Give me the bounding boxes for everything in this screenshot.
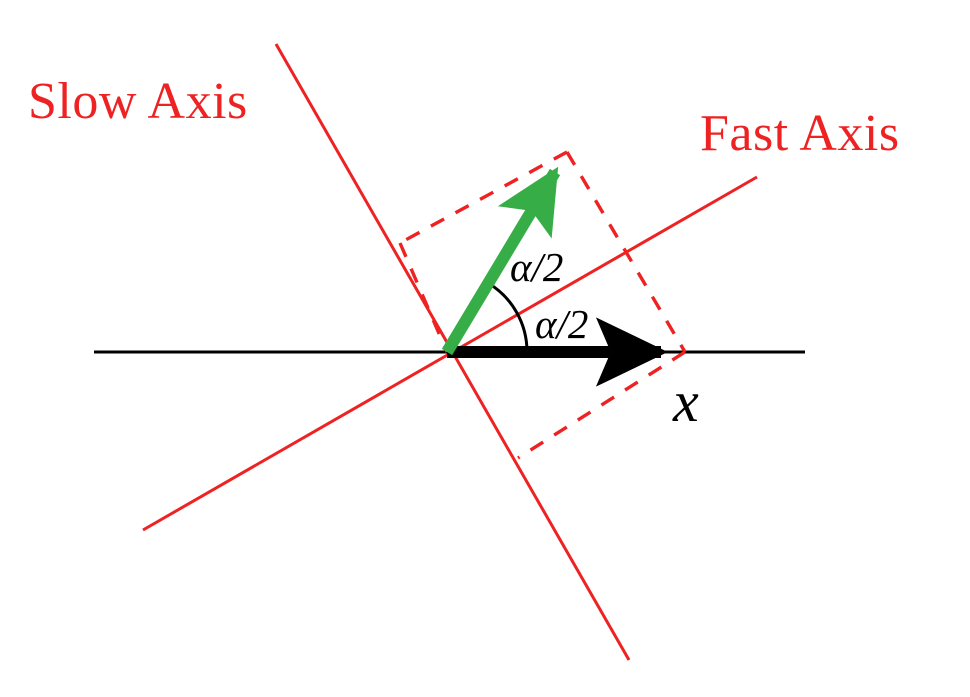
dashed-projection-slow-axis-to-origin bbox=[398, 242, 449, 353]
slow-axis-label: Slow Axis bbox=[28, 73, 248, 130]
angle-arc bbox=[487, 281, 529, 353]
dashed-projection-x-tip-to-lower bbox=[517, 350, 686, 460]
angle-label-upper: α/2 bbox=[510, 244, 564, 290]
dashed-projection-tip-to-x-tip bbox=[565, 151, 687, 353]
fast-axis-label: Fast Axis bbox=[700, 105, 900, 162]
x-axis-label: x bbox=[673, 369, 699, 434]
resultant-polarization-vector bbox=[441, 166, 561, 356]
angle-label-lower: α/2 bbox=[535, 301, 589, 347]
